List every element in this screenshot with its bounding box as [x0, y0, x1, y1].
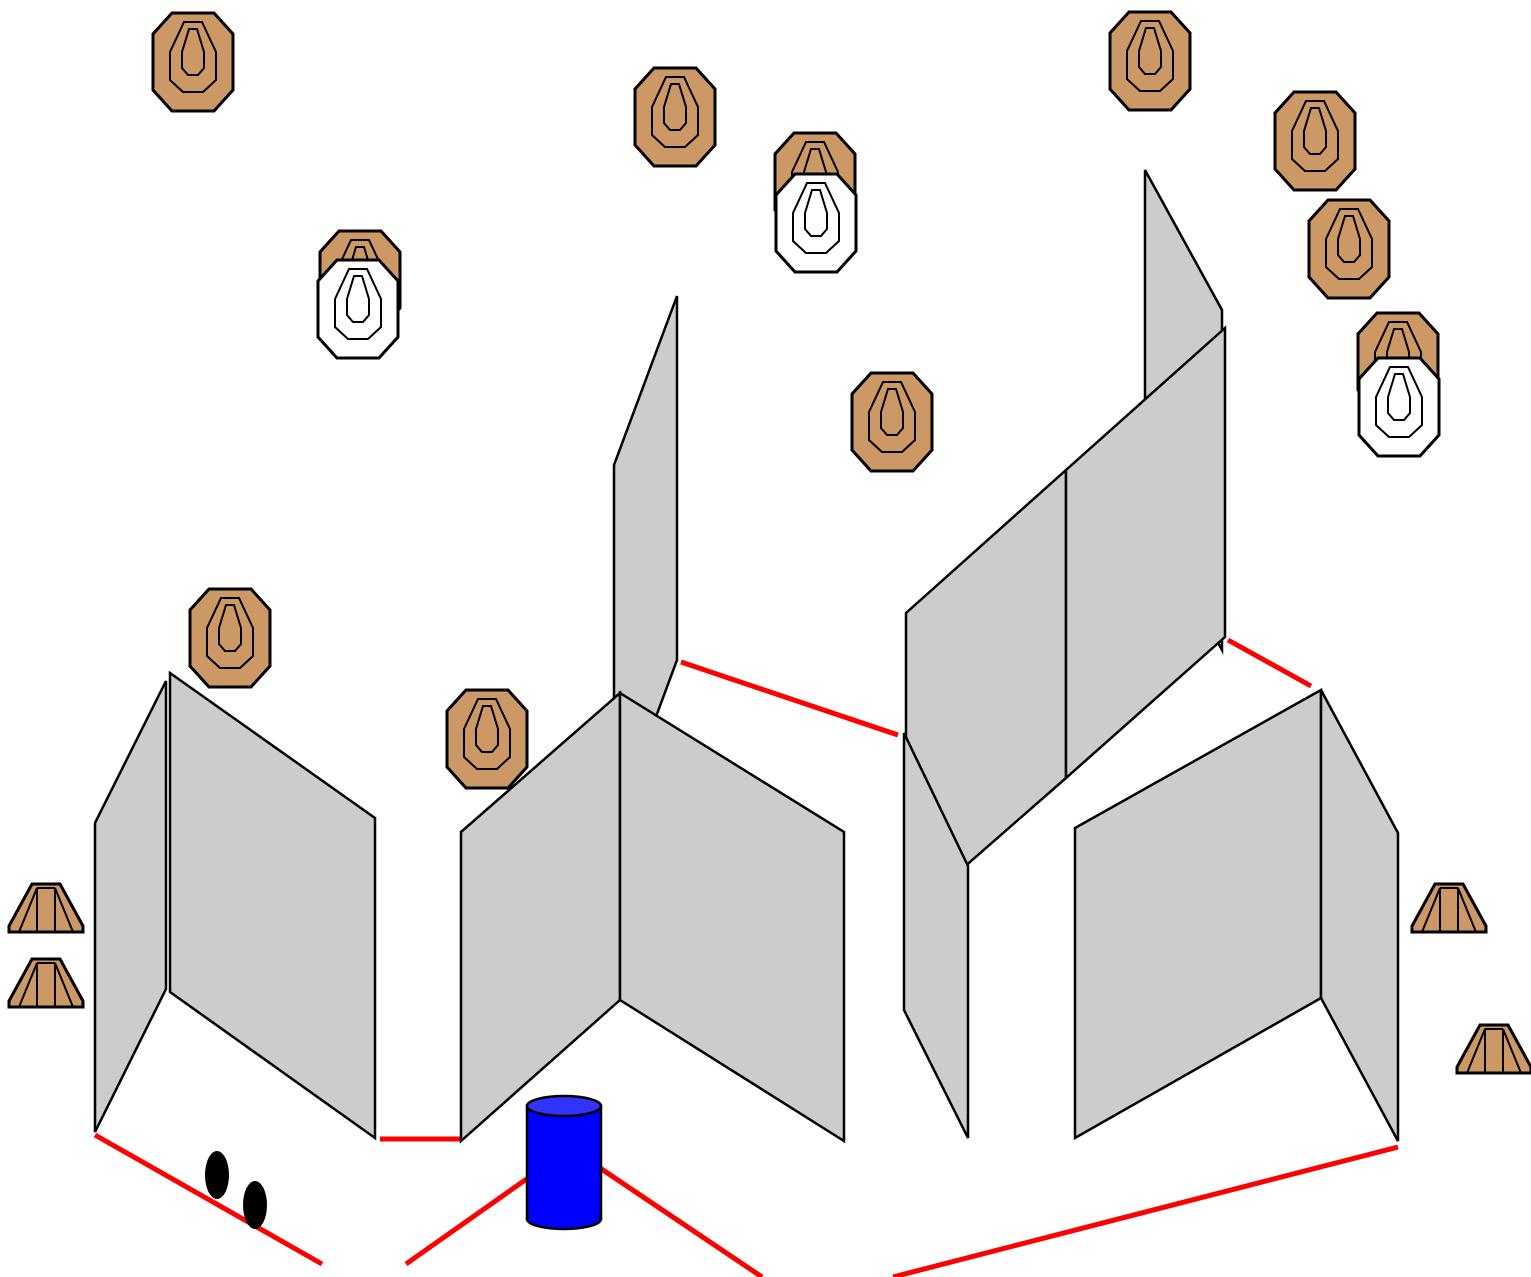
popper-target [1455, 1023, 1531, 1075]
paper-target-shoot [633, 66, 717, 168]
fault-line [892, 1144, 1399, 1277]
paper-target-shoot [850, 371, 934, 473]
wall-panel [1064, 325, 1227, 781]
fault-line [404, 1175, 530, 1267]
paper-target-shoot [1307, 198, 1391, 300]
fault-line [1226, 637, 1313, 689]
paper-target-shoot [151, 11, 235, 113]
wall-panel [902, 732, 970, 1139]
barrel [525, 1094, 603, 1231]
start-position-mark [205, 1151, 229, 1199]
paper-target-shoot [445, 688, 529, 790]
wall-panel [1073, 687, 1323, 1141]
paper-target-no-shoot [1357, 356, 1441, 458]
wall-panel [1319, 689, 1400, 1142]
paper-target-no-shoot [316, 258, 400, 360]
paper-target-no-shoot [774, 172, 858, 274]
popper-target [7, 882, 85, 934]
fault-lines [93, 637, 1399, 1277]
paper-target-shoot [1108, 10, 1192, 112]
wall-panel [618, 690, 846, 1144]
fault-line [598, 1165, 764, 1277]
wall-panel [168, 670, 377, 1141]
paper-target-shoot [1273, 90, 1357, 192]
fault-line [93, 1132, 324, 1267]
fault-line [680, 659, 899, 738]
popper-target [1410, 882, 1488, 934]
start-position-mark [243, 1181, 267, 1229]
paper-target-shoot [188, 587, 272, 689]
popper-target [7, 957, 85, 1009]
wall-panel [93, 680, 168, 1133]
